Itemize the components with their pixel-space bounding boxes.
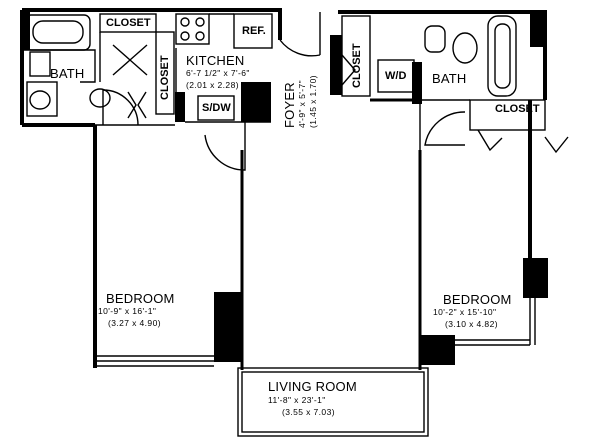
kitchen-appliances (175, 13, 273, 121)
kitchen-dim-imperial: 6'-7 1/2" x 7'-6" (186, 68, 250, 78)
kitchen-label: KITCHEN (186, 53, 245, 68)
washer-dryer (377, 59, 415, 93)
refrigerator-label: REF. (242, 25, 266, 37)
dishwasher-label: S/DW (202, 102, 231, 114)
closet-top-left (99, 13, 157, 33)
bedroom-right-window (455, 298, 536, 346)
living-room-dim-metric: (3.55 x 7.03) (282, 407, 335, 417)
washer-dryer-label: W/D (385, 70, 407, 82)
bedroom-right-dim-metric: (3.10 x 4.82) (445, 319, 498, 329)
closet-vertical-left-label: CLOSET (159, 55, 171, 100)
bath-left-door (102, 89, 139, 126)
foyer-dim-imperial: 4'-9" x 5'-7" (297, 79, 307, 128)
closet-right-bifold (477, 129, 569, 154)
living-room-window (237, 367, 429, 437)
closet-right-door (341, 54, 356, 86)
closet-right-bedroom (469, 99, 546, 131)
kitchen-door (204, 122, 246, 171)
bedroom-left-label: BEDROOM (106, 291, 175, 306)
foyer-label: FOYER (282, 82, 297, 128)
foyer-dim-metric: (1.45 x 1.70) (308, 75, 318, 128)
closet-bifold-doors (112, 44, 148, 119)
structural-columns (22, 10, 548, 365)
bedroom-right-label: BEDROOM (443, 292, 512, 307)
closet-right-bedroom-label: CLOSET (495, 103, 540, 115)
entry-door (279, 39, 321, 57)
bath-right-fixtures (424, 15, 517, 97)
kitchen-dim-metric: (2.01 x 2.28) (186, 80, 239, 90)
bath-right-label: BATH (432, 71, 467, 86)
bedroom-left-window (95, 355, 214, 367)
closet-top-left-label: CLOSET (106, 17, 151, 29)
living-room-label: LIVING ROOM (268, 379, 357, 394)
bath-left-walls (22, 49, 96, 83)
bath-left-label: BATH (50, 66, 85, 81)
living-room-dim-imperial: 11'-8" x 23'-1" (268, 395, 326, 405)
bedroom-left-dim-imperial: 10'-9" x 16'-1" (98, 306, 157, 316)
closet-vertical-left (155, 31, 175, 115)
bedroom-left-dim-metric: (3.27 x 4.90) (108, 318, 161, 328)
closet-vertical-right-label: CLOSET (351, 43, 363, 88)
bedroom-right-door (424, 111, 466, 146)
bedroom-right-dim-imperial: 10'-2" x 15'-10" (433, 307, 497, 317)
